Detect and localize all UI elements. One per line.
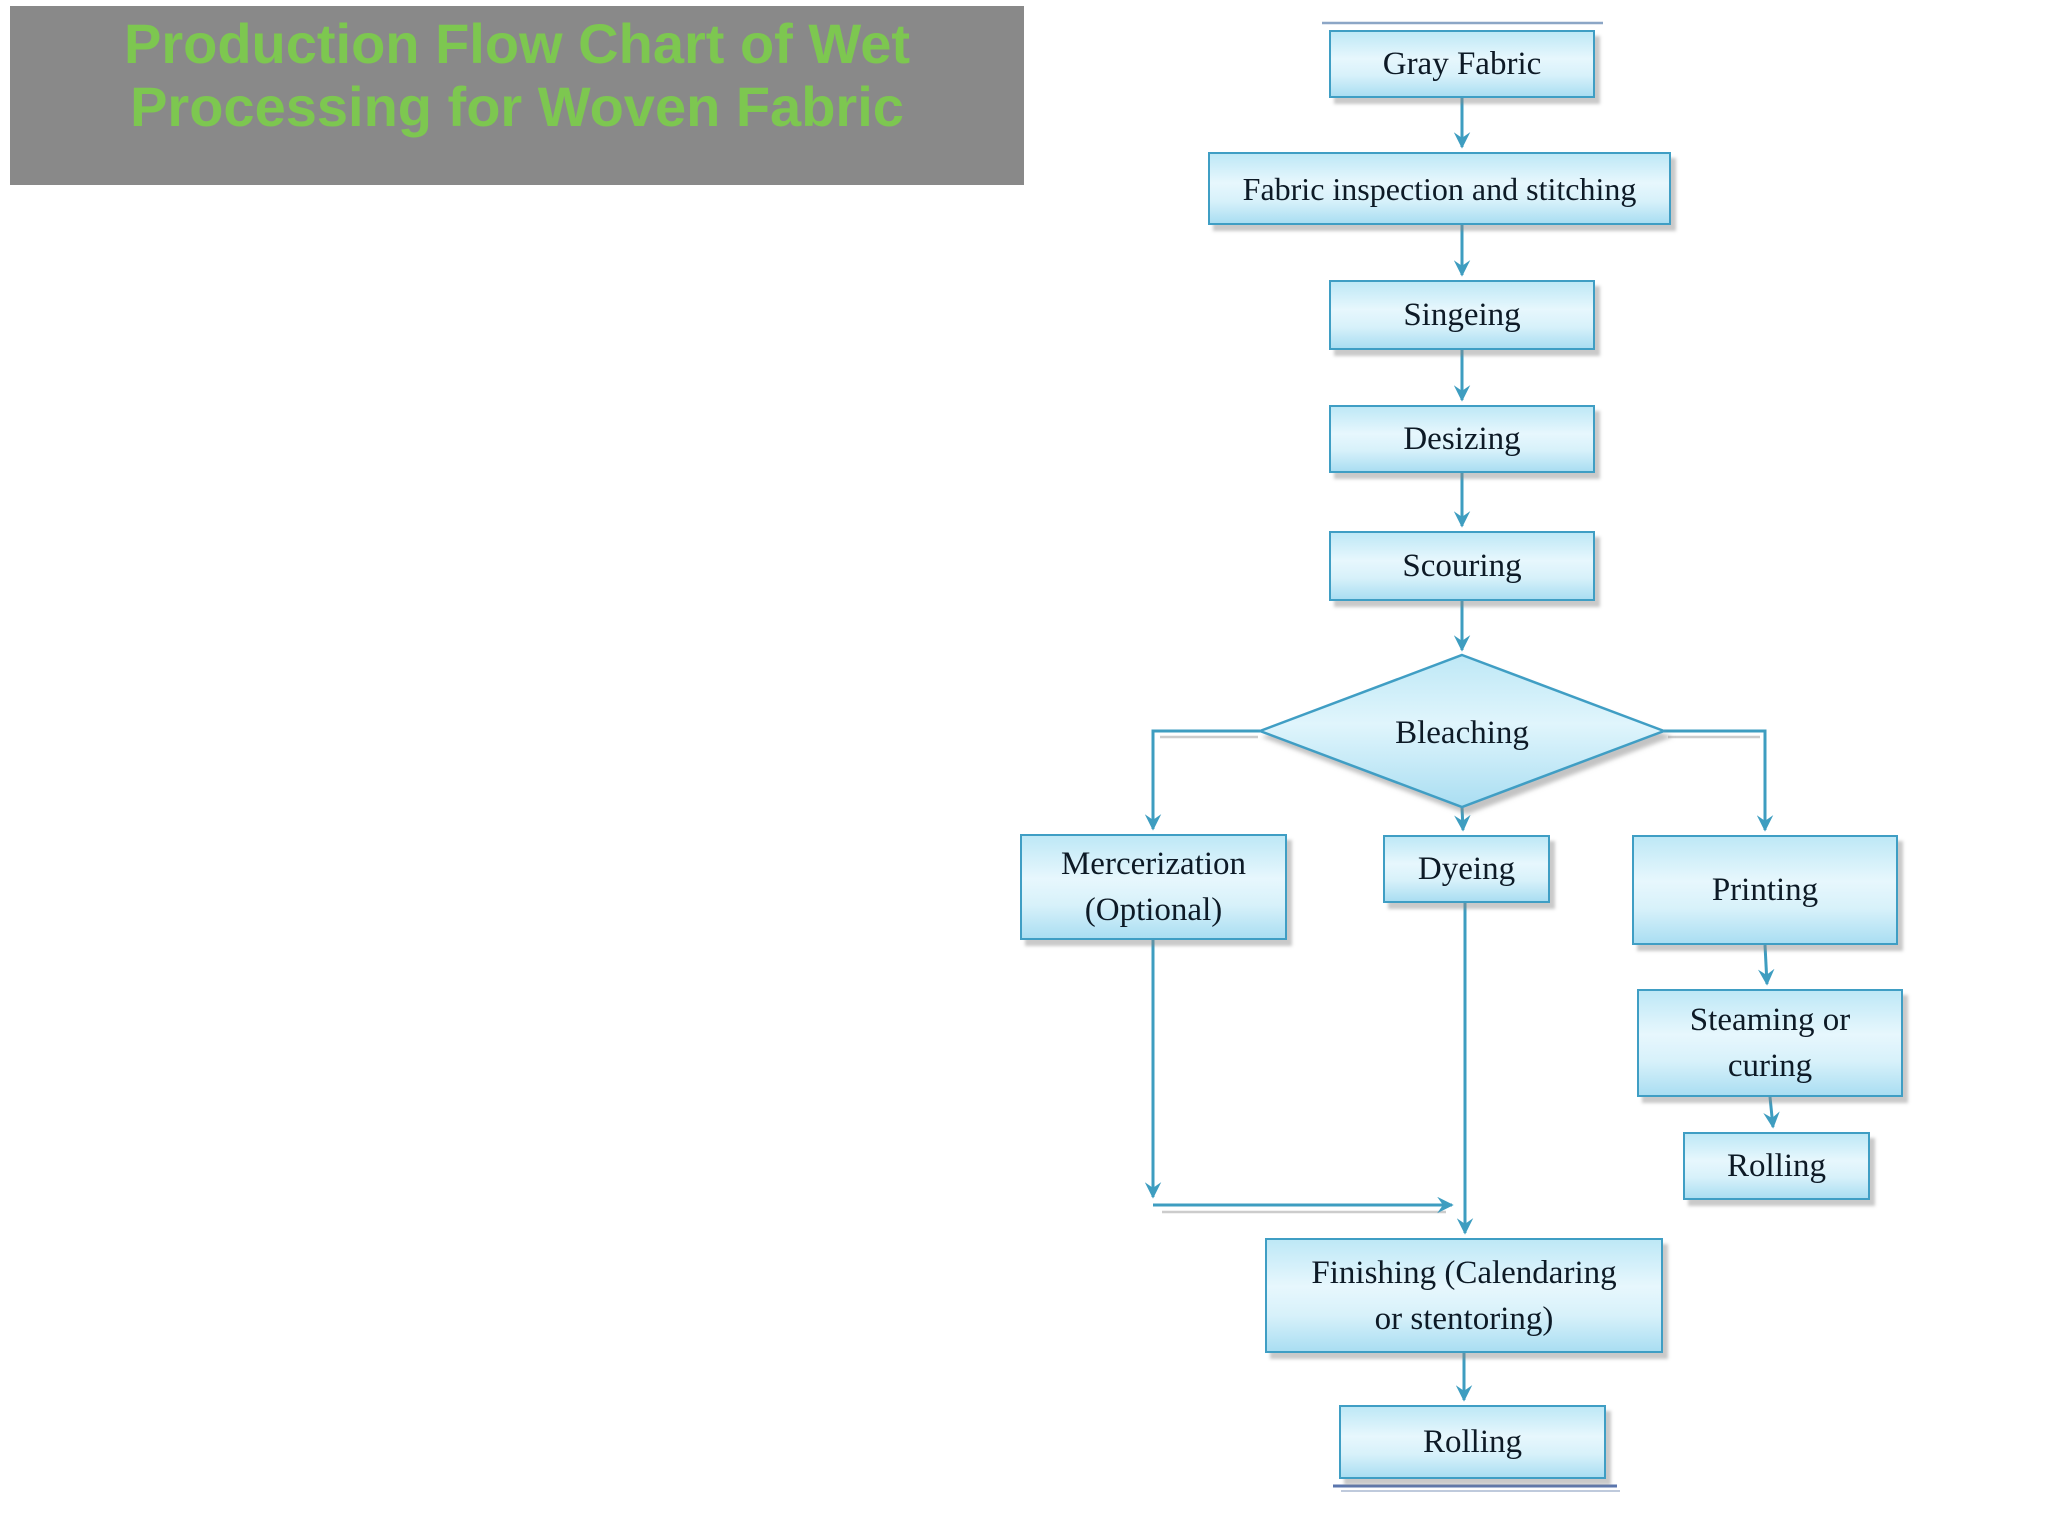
node-rolling-final: Rolling (1339, 1405, 1606, 1479)
node-finishing: Finishing (Calendaring or stentoring) (1265, 1238, 1663, 1353)
title-banner: Production Flow Chart of Wet Processing … (10, 6, 1024, 185)
node-bleaching-label: Bleaching (1395, 715, 1529, 751)
node-singeing: Singeing (1329, 280, 1595, 350)
page-title-line1: Production Flow Chart of Wet (123, 12, 911, 75)
node-mercerization: Mercerization (Optional) (1020, 834, 1287, 940)
connector-bleaching-dyeing (1454, 806, 1471, 832)
connector-bleaching-mercerization (1144, 729, 1260, 831)
node-scouring: Scouring (1329, 531, 1595, 601)
node-fabric-inspection: Fabric inspection and stitching (1208, 152, 1671, 225)
connector-printing-steaming (1758, 944, 1775, 986)
node-steaming-curing: Steaming or curing (1637, 989, 1903, 1097)
node-gray-fabric: Gray Fabric (1329, 30, 1595, 98)
connector-bleaching-printing (1664, 729, 1774, 832)
page-title-line2: Processing for Woven Fabric (130, 75, 904, 138)
node-bleaching-diamond (1256, 653, 1668, 809)
node-rolling-print: Rolling (1683, 1132, 1870, 1200)
node-dyeing: Dyeing (1383, 835, 1550, 903)
node-printing: Printing (1632, 835, 1898, 945)
connector-steaming-rolling (1763, 1096, 1780, 1129)
node-desizing: Desizing (1329, 405, 1595, 473)
